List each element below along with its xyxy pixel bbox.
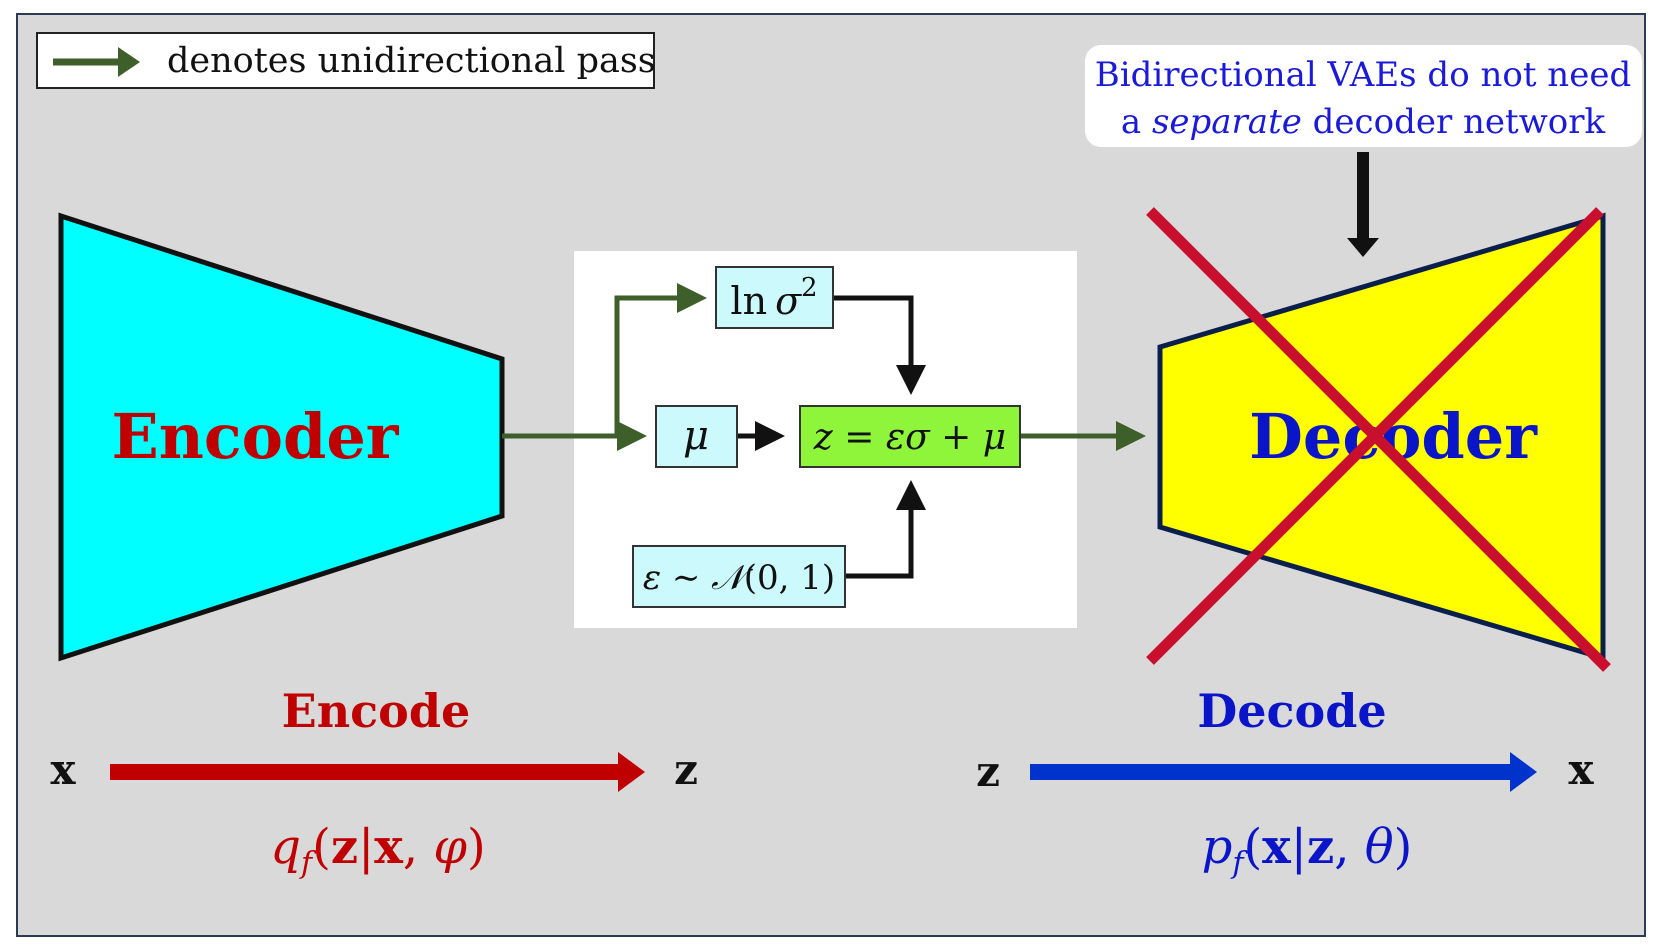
decode-to-x: x bbox=[1568, 745, 1594, 794]
encode-section: Encode x z qf(z|x, φ) bbox=[50, 684, 697, 881]
encode-to-z: z bbox=[674, 745, 698, 794]
encoder-label: Encoder bbox=[112, 400, 400, 473]
mu-label: μ bbox=[683, 413, 709, 459]
z-box bbox=[799, 405, 1021, 468]
legend-text: denotes unidirectional pass bbox=[167, 41, 656, 81]
callout: Bidirectional VAEs do not need a separat… bbox=[1085, 45, 1642, 257]
encode-from-x: x bbox=[50, 745, 76, 794]
decode-arrowhead bbox=[1510, 752, 1537, 792]
encoder-shape bbox=[58, 212, 505, 662]
callout-box bbox=[1085, 45, 1642, 147]
encode-title: Encode bbox=[282, 684, 471, 738]
logvar-branch-line bbox=[614, 283, 707, 436]
encoder: Encoder bbox=[58, 212, 505, 662]
decoder-cross bbox=[1146, 207, 1611, 672]
decode-from-z: z bbox=[976, 747, 1000, 796]
legend-arrowhead bbox=[118, 47, 140, 77]
noise-to-z-line bbox=[845, 480, 926, 579]
legend: denotes unidirectional pass bbox=[36, 32, 656, 89]
cross-line-2 bbox=[1146, 207, 1604, 665]
z-label: z = εσ + μ bbox=[813, 417, 1006, 458]
decode-formula: pf(x|z, θ) bbox=[1202, 819, 1413, 881]
logvar-to-z-line bbox=[833, 295, 926, 395]
legend-box bbox=[36, 32, 655, 89]
callout-line-2: a separate decoder network bbox=[1121, 102, 1606, 142]
noise-label: ε ∼ 𝒩(0, 1) bbox=[643, 558, 835, 598]
encode-formula: qf(z|x, φ) bbox=[270, 819, 486, 881]
encode-arrowhead bbox=[618, 752, 645, 792]
logvar-box bbox=[715, 266, 834, 329]
callout-line-1: Bidirectional VAEs do not need bbox=[1095, 55, 1631, 95]
mu-box bbox=[655, 405, 738, 468]
decode-title: Decode bbox=[1197, 684, 1386, 738]
decode-section: Decode z x pf(x|z, θ) bbox=[976, 684, 1594, 881]
noise-box bbox=[632, 545, 846, 608]
callout-arrowhead bbox=[1347, 238, 1379, 257]
